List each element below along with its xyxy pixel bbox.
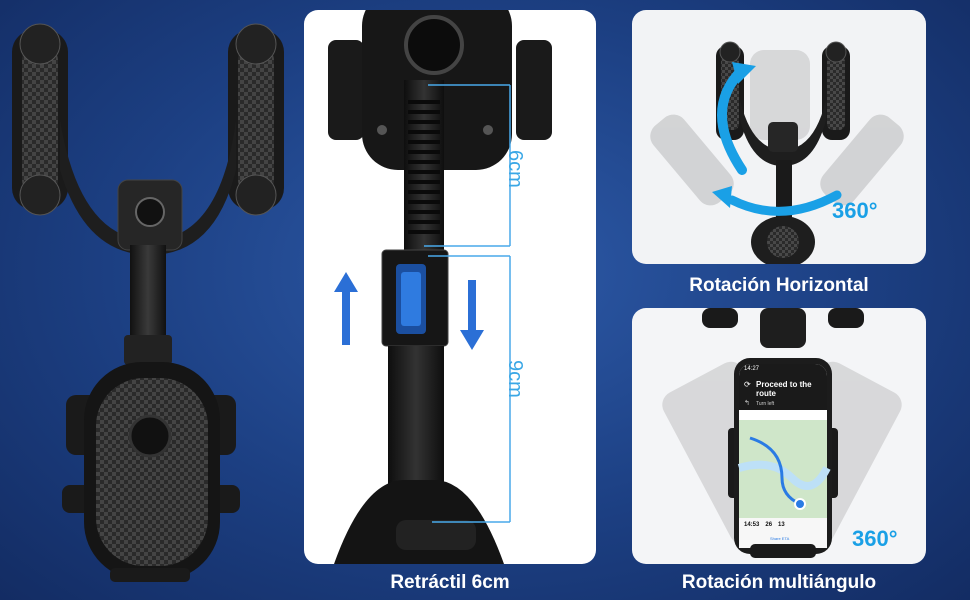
caption-horizontal: Rotación Horizontal (689, 275, 869, 296)
phone-stat-km: 13 (778, 522, 785, 528)
phone-stats: 14:53 26 13 (744, 522, 814, 528)
navigation-icon: ⟳ (744, 380, 751, 389)
phone-time: 14:27 (744, 366, 760, 372)
caption-retract: Retráctil 6cm (390, 572, 510, 593)
caption-multi: Rotación multiángulo (681, 572, 877, 593)
product-image-holder (0, 0, 300, 600)
multi-angle-panel: 14:27 ⟳ Proceed to the route ↰ Turn left… (632, 308, 926, 564)
measure-bottom-label: 9cm (504, 360, 526, 398)
horizontal-rotation-panel: 360° (632, 10, 926, 264)
phone-turn: Turn left (756, 401, 775, 407)
horizontal-degrees-label: 360° (832, 198, 878, 223)
measure-top-label: 6cm (504, 150, 526, 188)
phone-heading: Proceed to the route (756, 380, 812, 398)
multi-degrees-label: 360° (852, 526, 898, 551)
phone-stat-min: 26 (765, 522, 773, 528)
phone-share: Share ETA (770, 536, 790, 541)
retract-panel: 6cm 9cm (304, 10, 596, 564)
turn-arrow-icon: ↰ (744, 400, 750, 407)
phone-stat-eta: 14:53 (744, 522, 760, 528)
